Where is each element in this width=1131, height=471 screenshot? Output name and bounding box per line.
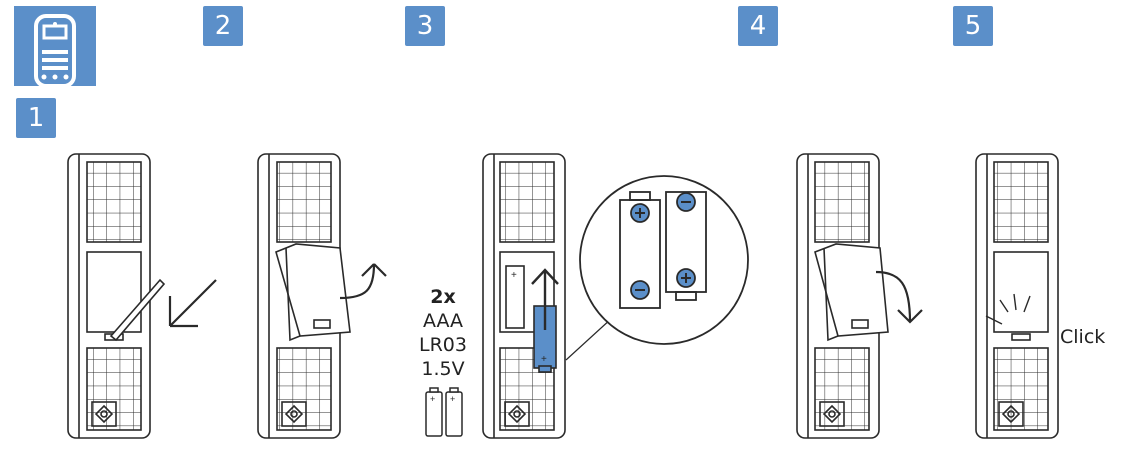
remote-step-5 xyxy=(975,153,1059,439)
curved-up-arrow-icon xyxy=(339,263,387,300)
remote-step-2 xyxy=(257,153,387,439)
remote-step-4 xyxy=(796,153,923,439)
click-rays-icon xyxy=(985,293,1031,325)
svg-text:+: + xyxy=(541,354,547,365)
remote-step-3: + + xyxy=(482,153,613,439)
step-4-badge: 4 xyxy=(738,6,778,46)
down-left-arrow-icon xyxy=(168,279,217,328)
step-1-badge: 1 xyxy=(16,98,56,138)
battery-type: AAA xyxy=(422,310,464,332)
svg-text:+: + xyxy=(450,394,455,404)
battery-icons: + + xyxy=(425,387,463,437)
step-5-badge: 5 xyxy=(953,6,993,46)
battery-quantity: 2x xyxy=(430,286,456,308)
svg-text:+: + xyxy=(511,270,517,281)
step-2-badge: 2 xyxy=(203,6,243,46)
step-3-badge: 3 xyxy=(405,6,445,46)
click-label: Click xyxy=(1060,326,1106,348)
battery-code: LR03 xyxy=(419,334,467,356)
battery-voltage: 1.5V xyxy=(421,358,465,380)
svg-text:+: + xyxy=(430,394,435,404)
battery-zoom-detail xyxy=(579,175,749,345)
remote-icon xyxy=(14,6,96,86)
remote-step-1 xyxy=(67,153,217,439)
curved-down-arrow-icon xyxy=(875,270,923,324)
up-arrow-icon xyxy=(531,268,559,330)
